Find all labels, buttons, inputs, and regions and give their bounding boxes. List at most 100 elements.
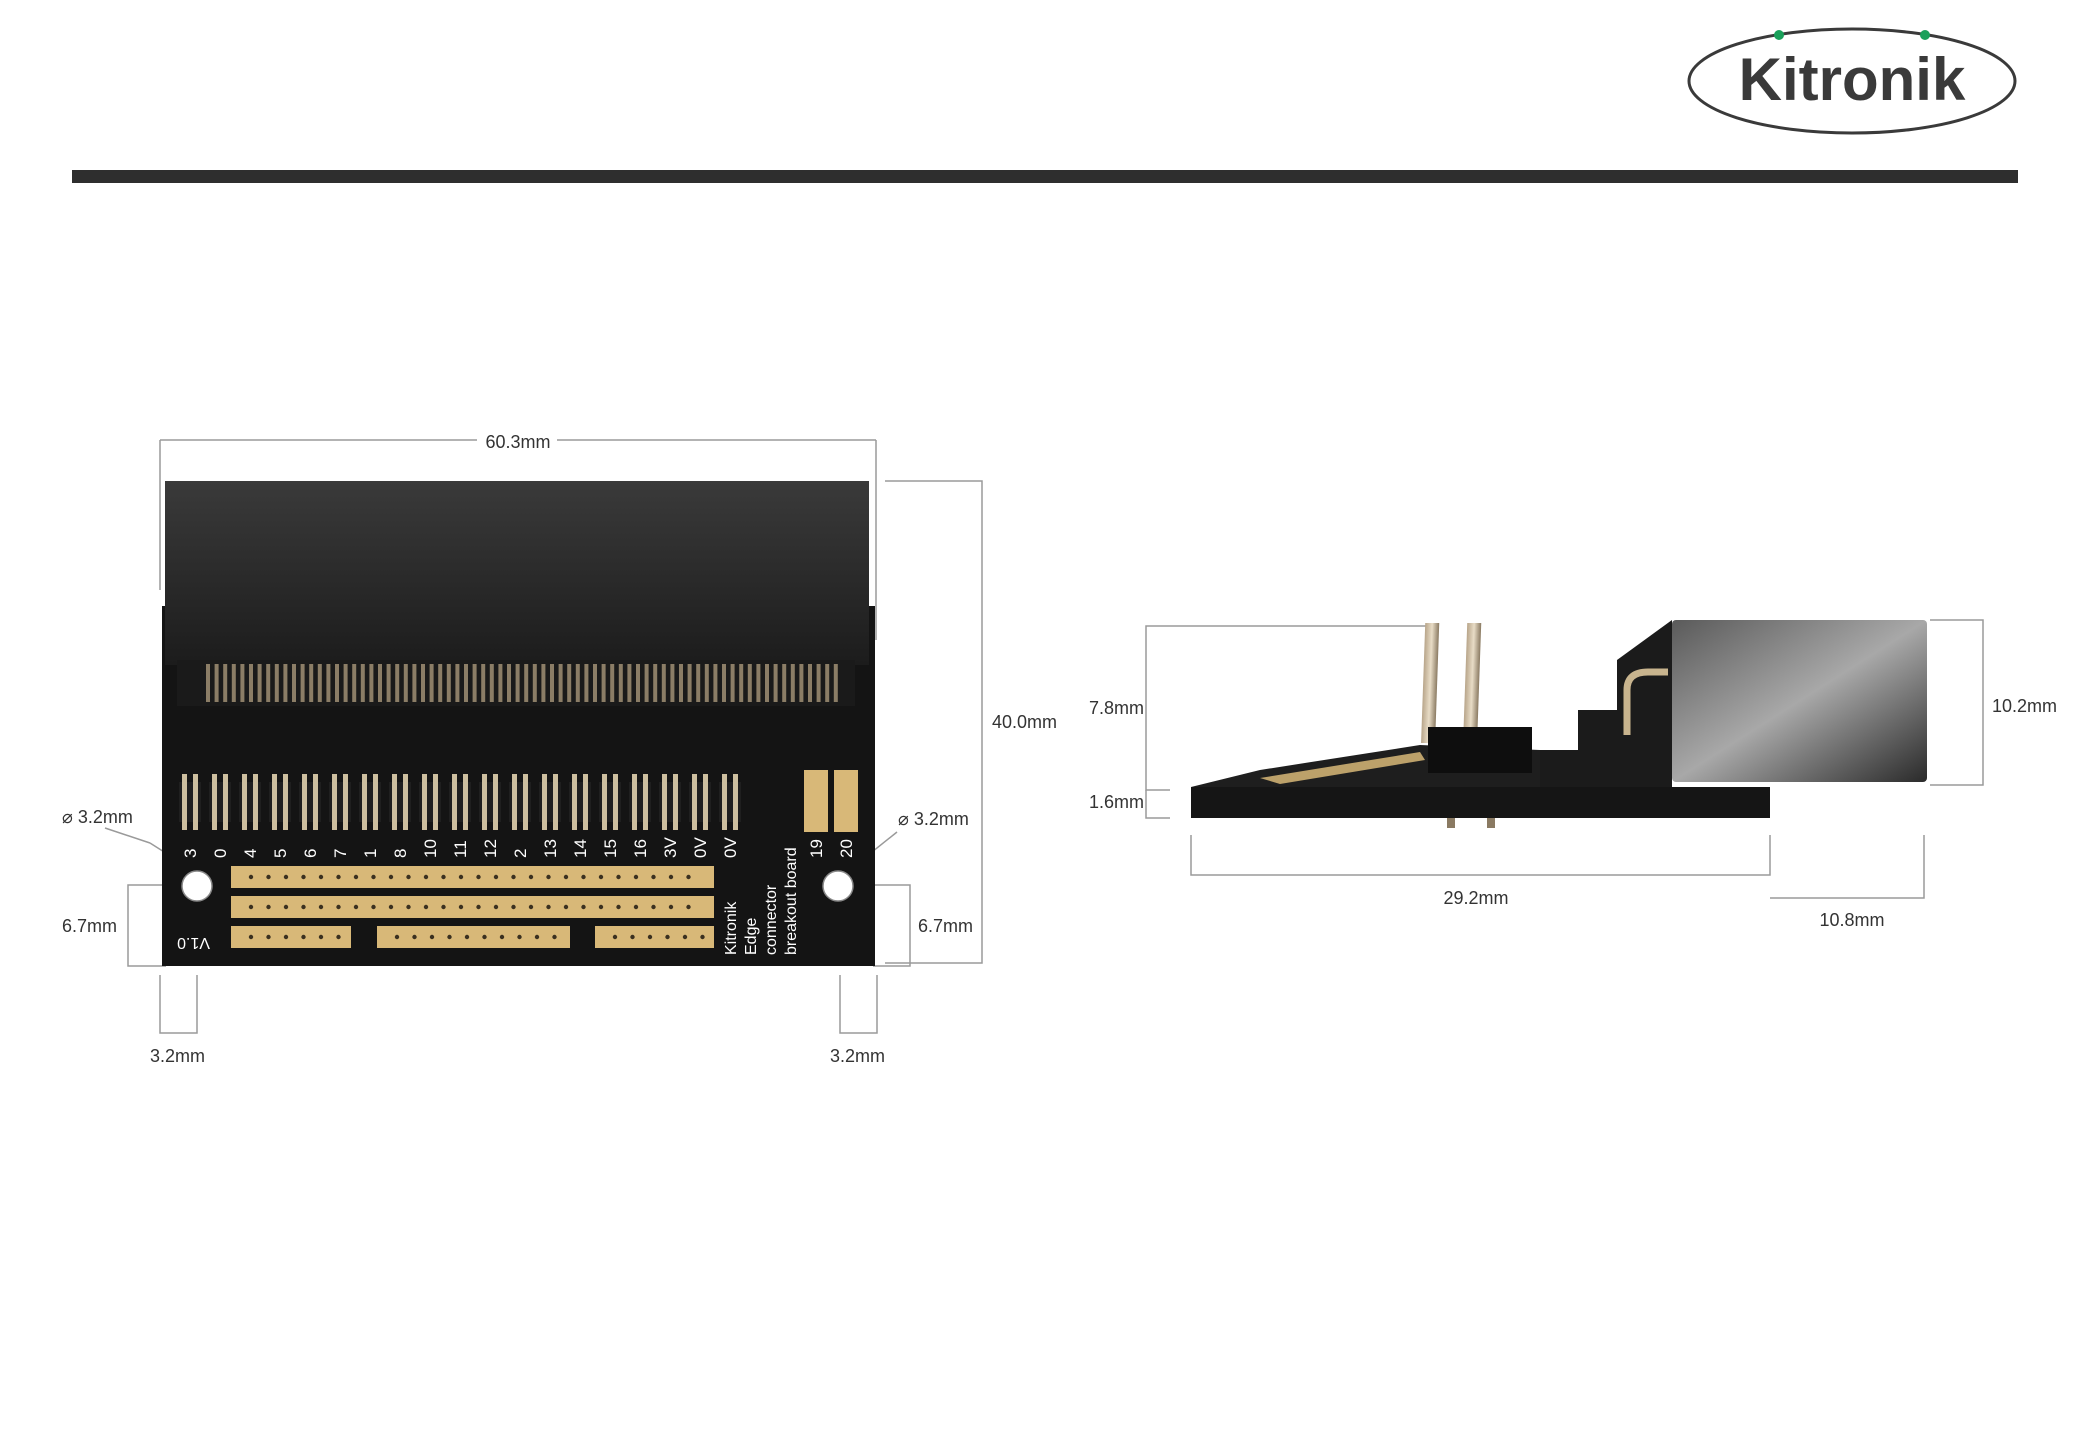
header-pin [602,774,607,830]
connector-contact [722,664,726,702]
pin-label: 0V [721,837,740,858]
proto-hole [284,935,288,939]
silkscreen-line-4: breakout board [783,847,800,955]
header-pin [433,774,438,830]
connector-contact [481,664,485,702]
dim-hole-left: ⌀ 3.2mm [62,807,133,827]
proto-hole [651,875,655,879]
proto-hole [319,905,323,909]
proto-hole [459,905,463,909]
header-pin [272,774,277,830]
header-pin [493,774,498,830]
proto-hole [424,875,428,879]
pin-label: 14 [571,839,590,858]
pin-label: 16 [631,839,650,858]
connector-contact [533,664,537,702]
proto-hole [441,905,445,909]
header-pin [343,774,348,830]
connector-contact [799,664,803,702]
connector-contact [774,664,778,702]
header-pin [223,774,228,830]
proto-hole [700,935,704,939]
dim-height: 40.0mm [992,712,1057,732]
pin-label: 3 [181,849,200,858]
connector-contact [455,664,459,702]
silkscreen-line-3: connector [763,884,780,955]
connector-contact [593,664,597,702]
pin-label: 13 [541,839,560,858]
pin-label: 7 [331,849,350,858]
proto-hole [535,935,539,939]
version-label: V1.0 [177,934,210,951]
dim-connector-height: 10.2mm [1992,696,2057,716]
header-pin [643,774,648,830]
connector-contact [240,664,244,702]
connector-contact [369,664,373,702]
connector-contact [627,664,631,702]
connector-contact [662,664,666,702]
pin-label: 4 [241,849,260,858]
connector-contact [748,664,752,702]
header-pin [613,774,618,830]
proto-hole [319,875,323,879]
header-pin [572,774,577,830]
dim-pcb-thickness: 1.6mm [1089,792,1144,812]
proto-hole [517,935,521,939]
header-pin [212,774,217,830]
proto-hole [529,905,533,909]
pin-label: 3V [661,837,680,858]
connector-contact [550,664,554,702]
side-pin-stub-1 [1447,818,1455,828]
pin-label: 11 [451,840,470,858]
header-pin [422,774,427,830]
silkscreen-line-1: Kitronik [723,901,740,955]
connector-contact [318,664,322,702]
proto-hole [301,905,305,909]
pin-label: 15 [601,839,620,858]
connector-contact [378,664,382,702]
header-pin [523,774,528,830]
proto-hole [249,875,253,879]
proto-hole [616,905,620,909]
proto-hole [336,875,340,879]
connector-contact [266,664,270,702]
header-pin [733,774,738,830]
connector-contact [395,664,399,702]
proto-hole [476,905,480,909]
connector-contact [464,664,468,702]
proto-hole [424,905,428,909]
proto-hole [500,935,504,939]
dim-hole-y-left: 6.7mm [62,916,117,936]
dim-hole-right: ⌀ 3.2mm [898,809,969,829]
header-pin [193,774,198,830]
connector-contact [576,664,580,702]
dim-length: 29.2mm [1443,888,1508,908]
proto-hole [581,905,585,909]
dim-hole-y-right: 6.7mm [918,916,973,936]
connector-contact [653,664,657,702]
connector-contact [249,664,253,702]
pin-label: 0V [691,837,710,858]
kitronik-logo: Kitronik [1689,29,2015,133]
proto-hole [284,905,288,909]
logo-text: Kitronik [1739,46,1966,113]
header-pin [373,774,378,830]
proto-hole [529,875,533,879]
side-view: 7.8mm 1.6mm 10.2mm 29.2mm 10.8mm [1089,620,2057,930]
header-pin [583,774,588,830]
proto-hole [336,935,340,939]
proto-hole [552,935,556,939]
connector-contact [344,664,348,702]
side-pin-stub-2 [1487,818,1495,828]
proto-hole [354,905,358,909]
proto-hole [634,905,638,909]
proto-hole [616,875,620,879]
header-pin [302,774,307,830]
logo-dot-left-icon [1774,30,1784,40]
connector-contact [688,664,692,702]
side-header-pin-1 [1421,623,1439,743]
proto-hole [249,905,253,909]
header-pin [673,774,678,830]
connector-contact [567,664,571,702]
proto-hole [599,875,603,879]
